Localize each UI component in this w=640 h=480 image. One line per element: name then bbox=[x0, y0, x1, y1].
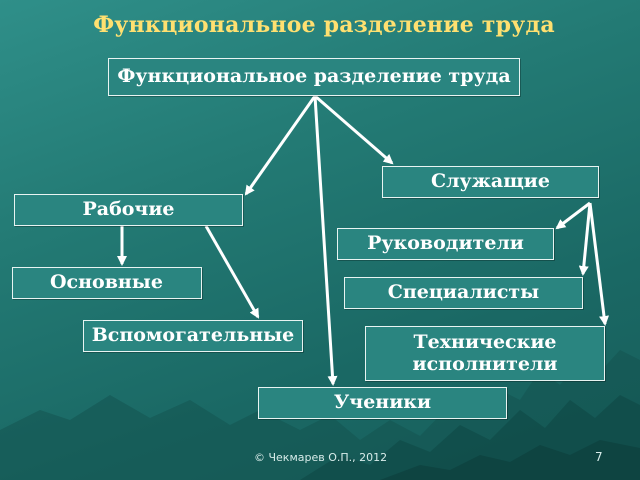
apprentices-label: Ученики bbox=[333, 391, 432, 414]
main-workers-box: Основные bbox=[12, 267, 202, 299]
auxiliary-workers-box: Вспомогательные bbox=[83, 320, 303, 352]
specialists-box: Специалисты bbox=[344, 277, 583, 309]
arrow-workers-to-auxiliary bbox=[204, 225, 260, 319]
employees-box: Служащие bbox=[382, 166, 599, 198]
arrow-employees-to-managers bbox=[555, 201, 591, 230]
root-box: Функциональное разделение труда bbox=[108, 58, 520, 96]
employees-label: Служащие bbox=[431, 170, 550, 193]
arrow-employees-to-specialists bbox=[578, 202, 592, 276]
workers-box: Рабочие bbox=[14, 194, 243, 226]
main-workers-label: Основные bbox=[50, 271, 163, 294]
technical-executors-box: Технические исполнители bbox=[365, 326, 605, 381]
managers-box: Руководители bbox=[337, 228, 554, 260]
arrow-root-to-apprentices bbox=[313, 95, 338, 386]
auxiliary-workers-label: Вспомогательные bbox=[91, 324, 295, 347]
specialists-label: Специалисты bbox=[387, 281, 540, 304]
page-number: 7 bbox=[595, 450, 603, 464]
workers-label: Рабочие bbox=[82, 198, 175, 221]
arrow-employees-to-technical bbox=[588, 202, 609, 326]
apprentices-box: Ученики bbox=[258, 387, 507, 419]
arrow-root-to-employees bbox=[314, 94, 394, 165]
root-label: Функциональное разделение труда bbox=[117, 65, 511, 88]
slide-title: Функциональное разделение труда bbox=[93, 12, 555, 38]
managers-label: Руководители bbox=[367, 232, 524, 255]
technical-executors-label: Технические исполнители bbox=[412, 330, 558, 375]
arrow-root-to-workers bbox=[244, 95, 317, 196]
copyright-footer: © Чекмарев О.П., 2012 bbox=[254, 451, 388, 464]
